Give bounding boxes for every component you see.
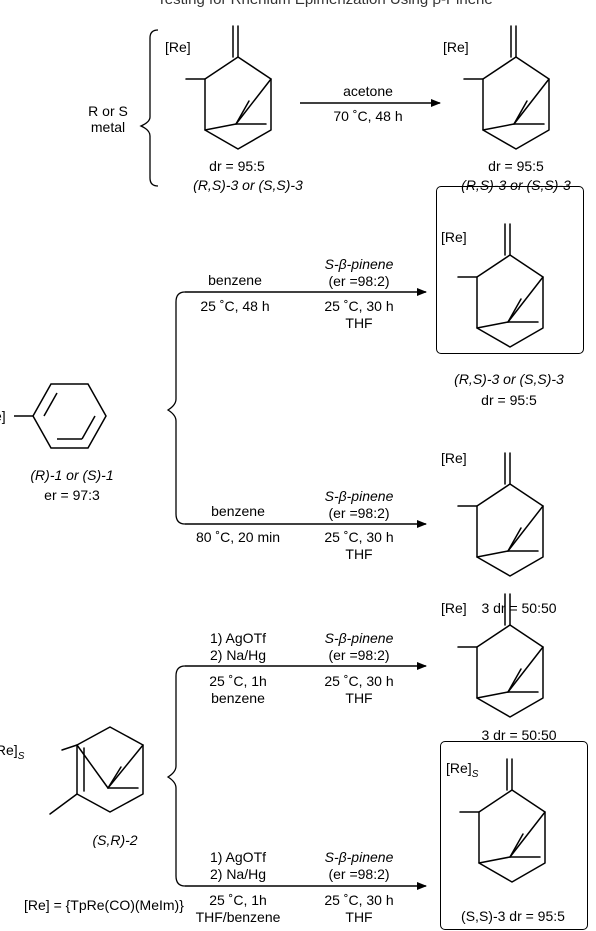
bottom-lower-solvent: THF/benzene: [195, 909, 281, 925]
highlight-box-bottom-lower: [440, 741, 588, 930]
re-s-label-start: [Re]S: [0, 742, 25, 762]
bottom-upper-step1: 1) AgOTf: [209, 630, 267, 646]
middle-brace: [166, 291, 186, 525]
bottom-lower-second-reagent: S-β-pinene: [324, 849, 394, 865]
bottom-upper-second-reagent: S-β-pinene: [324, 630, 394, 646]
middle-lower-product: 3 dr = 50:50: [481, 600, 557, 616]
re-label-middle-upper: [Re]: [441, 229, 467, 245]
re-label-bottom-upper: [Re]: [441, 600, 467, 616]
middle-upper-second-conditions: 25 ˚C, 30 h: [324, 298, 394, 314]
bottom-start-compound: (S,R)-2: [92, 832, 138, 848]
highlight-box-middle-upper: [436, 186, 584, 354]
bottom-upper-step2: 2) Na/Hg: [209, 647, 267, 663]
bottom-lower-product: (S,S)-3 dr = 95:5: [461, 908, 565, 924]
middle-lower-second-solvent: THF: [345, 546, 373, 562]
bottom-lower-step1: 1) AgOTf: [209, 849, 267, 865]
middle-lower-second-conditions: 25 ˚C, 30 h: [324, 529, 394, 545]
benzene-ring: [14, 383, 107, 449]
metal-label: metal: [90, 119, 126, 135]
re-label-top-start: [Re]: [165, 39, 191, 55]
middle-upper-product: (R,S)-3 or (S,S)-3: [454, 371, 564, 387]
bottom-lower-conditions: 25 ˚C, 1h: [209, 892, 267, 908]
middle-upper-second-er: (er =98:2): [328, 273, 390, 289]
middle-lower-product-pinene: [457, 452, 544, 577]
middle-er: er = 97:3: [44, 487, 100, 503]
top-dr-start: dr = 95:5: [209, 158, 265, 174]
middle-upper-second-solvent: THF: [345, 315, 373, 331]
middle-lower-second-er: (er =98:2): [328, 505, 390, 521]
bottom-brace: [166, 665, 186, 887]
bottom-lower-second-er: (er =98:2): [328, 866, 390, 882]
middle-lower-conditions: 80 ˚C, 20 min: [195, 529, 281, 545]
bottom-upper-second-solvent: THF: [345, 690, 373, 706]
top-solvent-label: acetone: [343, 83, 393, 99]
middle-start-compound: (R)-1 or (S)-1: [30, 467, 114, 483]
re-label-top-end: [Re]: [443, 39, 469, 55]
top-start-compound: (R,S)-3 or (S,S)-3: [193, 177, 303, 193]
top-conditions-label: 70 ˚C, 48 h: [333, 108, 403, 124]
top-start-pinene: [185, 25, 272, 150]
bottom-upper-second-conditions: 25 ˚C, 30 h: [324, 673, 394, 689]
top-end-compound: (R,S)-3 or (S,S)-3: [461, 177, 571, 193]
bottom-upper-solvent: benzene: [211, 690, 265, 706]
pinene-2-structure: [49, 726, 144, 815]
re-s-label-bottom-lower: [Re]S: [446, 760, 479, 780]
middle-upper-product-dr: dr = 95:5: [481, 392, 537, 408]
middle-upper-reagent: benzene: [208, 272, 262, 288]
r-or-s-label: R or S: [88, 103, 128, 119]
legend: [Re] = {TpRe(CO)(MeIm)}: [24, 897, 184, 913]
bottom-lower-step2: 2) Na/Hg: [209, 866, 267, 882]
bottom-upper-conditions: 25 ˚C, 1h: [209, 673, 267, 689]
middle-upper-second-reagent: S-β-pinene: [324, 256, 394, 272]
bottom-upper-product: 3 dr = 50:50: [481, 727, 557, 743]
top-brace: [139, 29, 159, 187]
re-label-middle-lower: [Re]: [441, 450, 467, 466]
bottom-lower-second-conditions: 25 ˚C, 30 h: [324, 892, 394, 908]
re-label-benzene: [Re]: [0, 408, 6, 424]
bottom-upper-second-er: (er =98:2): [328, 647, 390, 663]
top-end-pinene: [463, 25, 550, 150]
middle-lower-second-reagent: S-β-pinene: [324, 488, 394, 504]
top-dr-end: dr = 95:5: [488, 158, 544, 174]
middle-lower-reagent: benzene: [211, 503, 265, 519]
bottom-lower-second-solvent: THF: [345, 909, 373, 925]
middle-upper-conditions: 25 ˚C, 48 h: [200, 298, 270, 314]
scheme-title: Testing for Rhenium Epimerization Using …: [157, 0, 492, 8]
